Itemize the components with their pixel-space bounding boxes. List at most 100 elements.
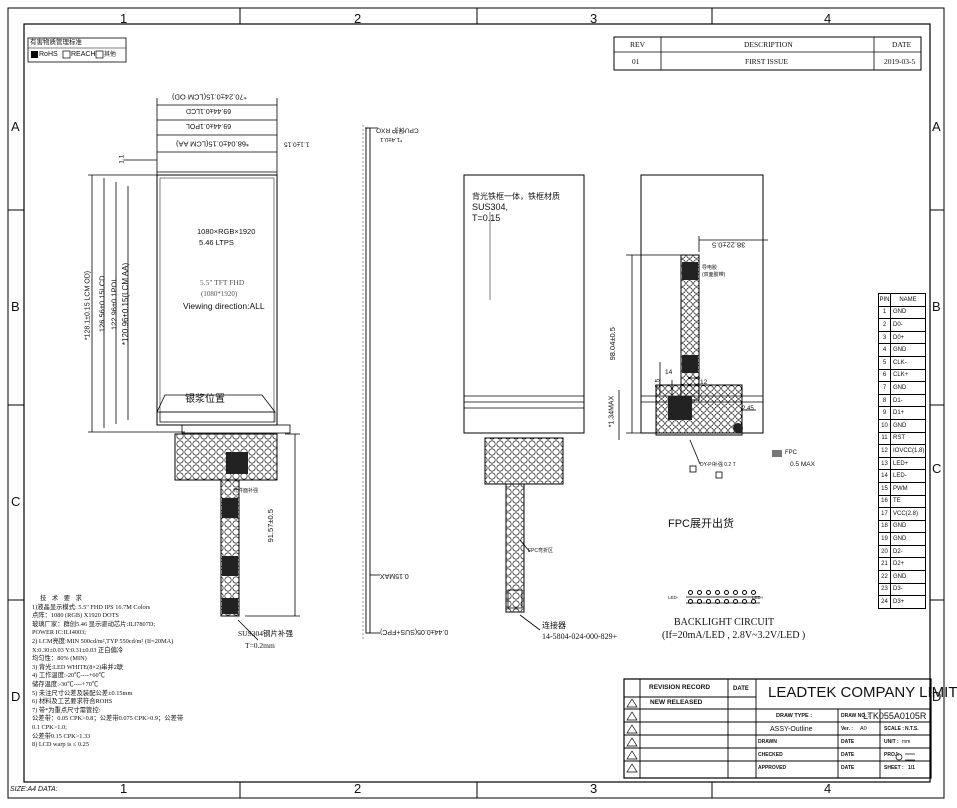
pin-number: 4 bbox=[879, 344, 891, 357]
row-label-b-right: B bbox=[932, 299, 941, 314]
pin-number: 10 bbox=[879, 419, 891, 433]
pin-name: CLK+ bbox=[891, 369, 926, 383]
dim-od-height: *128.1±0.15 LCM OD) bbox=[84, 270, 92, 341]
led-symbol bbox=[742, 590, 747, 595]
col-label-2: 2 bbox=[354, 11, 362, 26]
led-symbol bbox=[706, 590, 711, 595]
company-name: LEADTEK COMPANY LIMITED bbox=[768, 684, 957, 701]
tech-text: 5.46 LTPS bbox=[199, 238, 234, 247]
panel-size-text: 5.5" TFT FHD bbox=[200, 278, 245, 287]
resolution-text: 1080×RGB×1920 bbox=[197, 227, 256, 236]
pin-number: 2 bbox=[879, 319, 891, 332]
pin-name: D2- bbox=[891, 545, 926, 559]
pin-name: D2+ bbox=[891, 558, 926, 572]
led-symbol bbox=[733, 599, 738, 604]
dim-outline-width: *70.24±0.15(LCM OD) bbox=[172, 92, 247, 102]
sheet-label: SHEET : bbox=[884, 765, 904, 771]
new-released-label: NEW RELEASED bbox=[650, 699, 703, 706]
notes-title: 技 术 要 求 bbox=[40, 595, 84, 602]
pin-number: 12 bbox=[879, 445, 891, 458]
drawn-date-label: DATE bbox=[841, 739, 855, 745]
backlight-led-minus: LED- bbox=[668, 595, 679, 600]
led-symbol bbox=[688, 590, 693, 595]
back-view bbox=[463, 174, 585, 631]
fpc-dim-14: 14 bbox=[665, 369, 673, 376]
pin-table-header: PIN NAME bbox=[879, 294, 926, 307]
frame-material-line2: SUS304, bbox=[472, 202, 509, 212]
rev-row-date: 2019-03-5 bbox=[884, 57, 916, 66]
note-line: 2) LCM亮度:MIN 500cd/m²,TYP 550cd/m² (If=2… bbox=[32, 637, 174, 645]
revision-triangles bbox=[626, 698, 638, 773]
led-symbol bbox=[688, 599, 693, 604]
led-symbol bbox=[697, 599, 702, 604]
dim-aa-width: *68.04±0.15(LCM AA) bbox=[176, 139, 249, 149]
col-label-4: 4 bbox=[824, 11, 832, 26]
stiffener-label: SUS304钢片补强 bbox=[238, 629, 294, 638]
col-label-3: 3 bbox=[590, 11, 598, 26]
note-line: 5) 未注尺寸公差及装配公差±0.15mm bbox=[32, 689, 133, 697]
projection-symbol bbox=[895, 753, 915, 761]
pin-name: GND bbox=[891, 571, 926, 584]
pin-number: 9 bbox=[879, 407, 891, 420]
pin-name: GND bbox=[891, 306, 926, 320]
pin-name: IOVCC(1.8) bbox=[891, 445, 926, 458]
led-symbol bbox=[751, 590, 756, 595]
row-label-d-right: D bbox=[932, 689, 942, 704]
note-line: 公差带：0.05 CPK>0.8；公差带0.075 CPK>0.9；公差带 bbox=[32, 715, 184, 723]
fpc-dim-12: 12 bbox=[700, 379, 708, 386]
revision-record-label: REVISION RECORD bbox=[649, 684, 711, 691]
pin-name: D0- bbox=[891, 319, 926, 332]
pin-name: D3- bbox=[891, 583, 926, 597]
pin-header: PIN bbox=[879, 294, 891, 307]
draw-type-label: DRAW TYPE : bbox=[776, 713, 813, 719]
title-date-label: DATE bbox=[733, 686, 749, 692]
fpc-note: FPC bbox=[785, 450, 797, 456]
note-line: 7) 带*为重点尺寸需管控: bbox=[32, 706, 101, 714]
compliance-title: 有害物质管理标准 bbox=[30, 39, 82, 46]
unit-value: mm bbox=[902, 739, 911, 745]
rev-row-desc: FIRST ISSUE bbox=[745, 57, 789, 66]
compliance-other: 其他 bbox=[104, 52, 117, 58]
frame-material-line1: 背光铁框一体，铁框材质 bbox=[472, 192, 560, 201]
ver-value: A0 bbox=[860, 726, 867, 732]
fpc-comp-note2: (双面胶带) bbox=[702, 272, 726, 278]
pin-number: 19 bbox=[879, 533, 891, 546]
unit-label: UNIT : bbox=[884, 739, 899, 745]
front-view bbox=[88, 98, 300, 641]
led-symbol bbox=[724, 590, 729, 595]
connector-label: 连接器 bbox=[542, 621, 566, 630]
col-label-2-bottom: 2 bbox=[354, 781, 362, 796]
pin-name: RST bbox=[891, 432, 926, 446]
fpc-comp-note1: 导电胶 bbox=[702, 265, 718, 271]
side-view bbox=[362, 125, 380, 640]
note-line: 玻璃厂家：群创5.46 显示驱动芯片:ILI7807D; bbox=[32, 620, 156, 628]
panel-res-text: (1080*1920) bbox=[201, 290, 238, 298]
row-label-a-right: A bbox=[932, 119, 941, 134]
draw-no-label: DRAW NO. : bbox=[841, 713, 870, 719]
pin-name: GND bbox=[891, 382, 926, 395]
checked-label: CHECKED bbox=[758, 752, 783, 758]
pin-number: 8 bbox=[879, 394, 891, 408]
component-side-note: 元件面补强 bbox=[233, 488, 259, 494]
pin-number: 7 bbox=[879, 382, 891, 395]
connector-part-number: 14-5804-024-000-829+ bbox=[542, 632, 618, 641]
scale-value: N.T.S. bbox=[905, 726, 919, 732]
pin-name: LED- bbox=[891, 470, 926, 483]
led-symbol bbox=[751, 599, 756, 604]
rev-header-rev: REV bbox=[630, 40, 645, 49]
led-array bbox=[688, 588, 758, 608]
pin-name: LED+ bbox=[891, 457, 926, 471]
led-symbol bbox=[733, 590, 738, 595]
side-dim-bottom2: 0.44±0.05(SUS+FPC) bbox=[380, 628, 449, 635]
